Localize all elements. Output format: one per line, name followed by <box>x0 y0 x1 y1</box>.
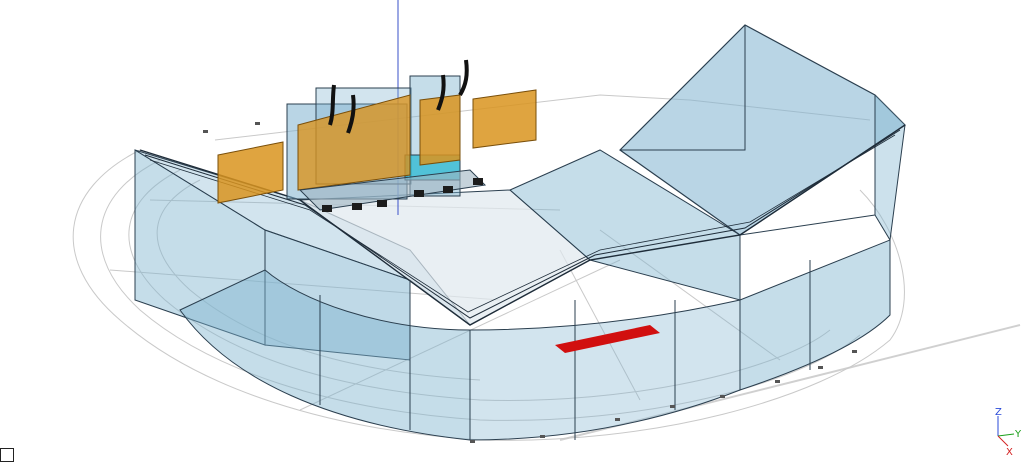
axis-z-label: Z <box>995 407 1002 418</box>
speaker-panel[interactable] <box>419 94 461 166</box>
ground-plane-line <box>559 324 1021 441</box>
cursor-icon[interactable] <box>0 448 14 462</box>
speaker-rig[interactable] <box>217 0 537 215</box>
speaker-panel[interactable] <box>297 94 411 191</box>
speaker-panel[interactable] <box>217 141 284 204</box>
axis-triad: Z Y X <box>995 407 1022 456</box>
line-array[interactable] <box>458 59 469 97</box>
line-array[interactable] <box>346 94 356 134</box>
acoustic-volumes[interactable] <box>134 24 906 441</box>
stage-marker[interactable] <box>555 325 660 353</box>
axis-y-label: Y <box>1014 429 1022 440</box>
line-array[interactable] <box>328 84 336 126</box>
line-array[interactable] <box>436 74 446 111</box>
speaker-panel[interactable] <box>472 89 537 149</box>
axis-x-label: X <box>1006 447 1013 456</box>
perimeter-ticks <box>203 122 857 443</box>
